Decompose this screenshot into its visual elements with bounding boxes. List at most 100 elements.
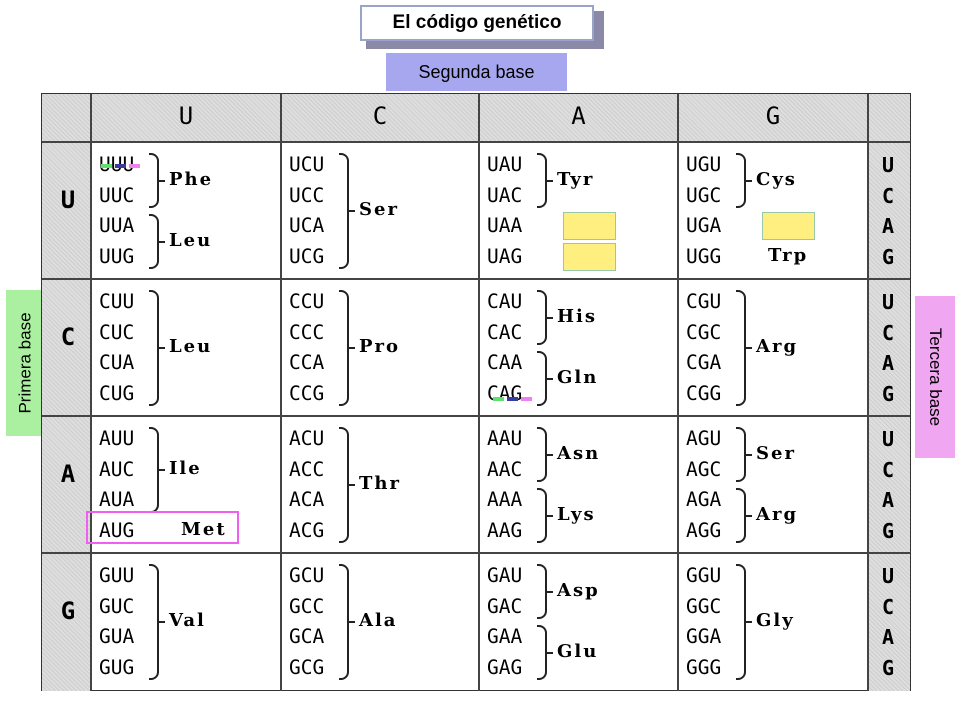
codon-gau: GAU (487, 564, 523, 587)
codon-acg: ACG (289, 518, 325, 542)
amino-acid-brace-tick (547, 453, 553, 456)
base-mark (129, 164, 140, 168)
codon-cgc: CGC (686, 320, 722, 344)
amino-acid-leu: Leu (169, 229, 213, 251)
amino-acid-brace (736, 427, 746, 482)
amino-acid-brace (339, 427, 349, 543)
amino-acid-his: His (557, 305, 597, 327)
amino-acid-brace-tick (746, 621, 752, 623)
codon-agu: AGU (686, 427, 722, 450)
codon-aaa: AAA (487, 488, 523, 511)
codon-ggu: GGU (686, 564, 722, 587)
amino-acid-leu: Leu (169, 336, 213, 357)
base-marks-cag (493, 397, 535, 401)
codon-gac: GAC (487, 594, 523, 618)
amino-acid-thr: Thr (359, 473, 401, 494)
codon-cga: CGA (686, 351, 722, 374)
codon-aca: ACA (289, 488, 325, 511)
second-base-header-a: A (571, 102, 586, 130)
codon-cau: CAU (487, 290, 523, 313)
base-mark (115, 164, 126, 168)
grid-hline (42, 415, 910, 417)
amino-acid-pro: Pro (359, 336, 401, 357)
grid-vline (867, 94, 869, 691)
first-base-c: C (60, 323, 76, 351)
first-base-label-text: Primera base (16, 312, 36, 414)
codon-guu: GUU (99, 564, 135, 587)
codon-gag: GAG (487, 655, 523, 679)
third-base-g: G (881, 518, 895, 543)
amino-acid-trp: Trp (768, 244, 809, 266)
third-base-u: U (881, 564, 895, 588)
second-base-label: Segunda base (386, 53, 567, 91)
codon-uga: UGA (686, 214, 722, 237)
amino-acid-brace (149, 564, 159, 680)
codon-ggg: GGG (686, 655, 722, 679)
third-base-c: C (881, 320, 895, 345)
codon-cell-uu: UUUUUCUUAUUGPheLeu (91, 142, 281, 279)
third-base-g: G (881, 381, 895, 406)
codon-acc: ACC (289, 457, 325, 481)
amino-acid-brace (149, 290, 159, 406)
amino-acid-arg: Arg (756, 503, 799, 525)
codon-cag: CAG (487, 381, 523, 405)
amino-acid-ser: Ser (359, 199, 399, 220)
codon-aua: AUA (99, 488, 135, 511)
codon-gga: GGA (686, 625, 722, 648)
grid-vline (478, 94, 480, 691)
amino-acid-brace (537, 153, 547, 208)
third-base-a: A (881, 351, 895, 375)
amino-acid-brace-tick (547, 514, 553, 517)
codon-uca: UCA (289, 214, 325, 237)
codon-agg: AGG (686, 518, 722, 542)
codon-gcc: GCC (289, 594, 325, 618)
amino-acid-ile: Ile (169, 457, 202, 479)
codon-ugg: UGG (686, 244, 722, 268)
second-base-header-g: G (765, 102, 781, 130)
base-mark (101, 164, 112, 168)
first-base-g: G (60, 597, 76, 625)
codon-acu: ACU (289, 427, 325, 450)
first-base-u: U (60, 186, 76, 214)
third-base-c: C (881, 594, 895, 619)
amino-acid-met: Met (181, 518, 227, 540)
amino-acid-brace (149, 153, 159, 208)
codon-uua: UUA (99, 214, 135, 237)
third-base-g: G (881, 655, 895, 680)
codon-gaa: GAA (487, 625, 523, 648)
third-base-a: A (881, 625, 895, 649)
amino-acid-phe: Phe (169, 168, 214, 190)
amino-acid-ala: Ala (359, 610, 398, 631)
amino-acid-brace-tick (746, 347, 752, 349)
third-base-a: A (881, 214, 895, 238)
amino-acid-tyr: Tyr (557, 168, 595, 190)
amino-acid-ser: Ser (756, 442, 796, 464)
third-base-u: U (881, 427, 895, 451)
codon-cca: CCA (289, 351, 325, 374)
codon-agc: AGC (686, 457, 722, 481)
codon-ccg: CCG (289, 381, 325, 405)
codon-cgu: CGU (686, 290, 722, 313)
codon-uau: UAU (487, 153, 523, 176)
amino-acid-gly: Gly (756, 610, 795, 631)
codon-uaa: UAA (487, 214, 523, 237)
amino-acid-brace-tick (547, 651, 553, 654)
third-base-g: G (881, 244, 895, 269)
codon-aau: AAU (487, 427, 523, 450)
amino-acid-brace-tick (159, 240, 165, 243)
third-base-a: A (881, 488, 895, 512)
codon-gua: GUA (99, 625, 135, 648)
amino-acid-brace-tick (159, 468, 165, 471)
codon-gug: GUG (99, 655, 135, 679)
second-base-header-u: U (178, 102, 194, 130)
third-base-u: U (881, 153, 895, 177)
